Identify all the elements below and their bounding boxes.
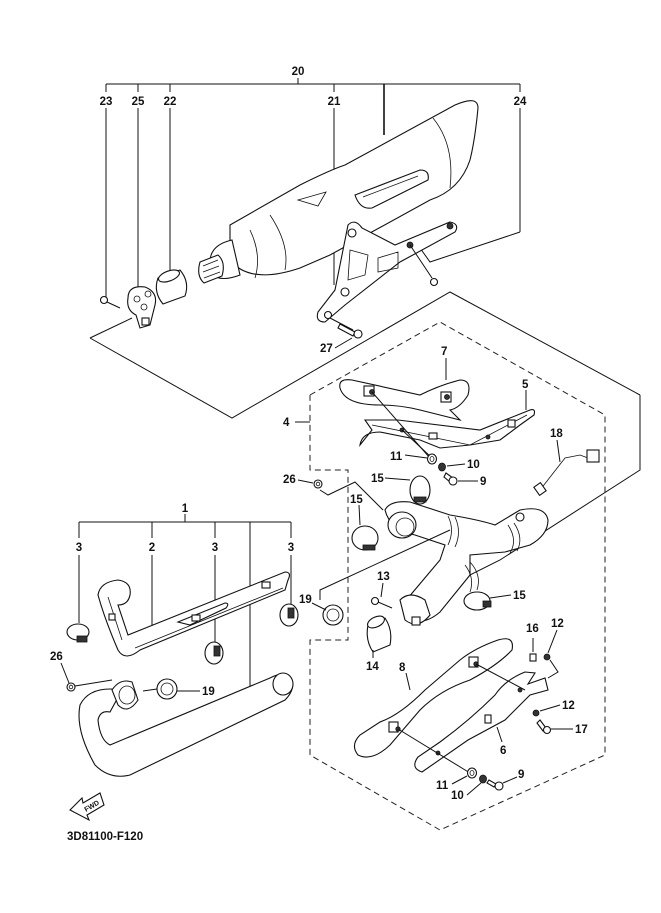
callout-16[interactable]: 16 — [526, 623, 539, 635]
callout-6[interactable]: 6 — [500, 745, 506, 757]
bolt-9-upper-part[interactable] — [443, 472, 458, 486]
callout-21[interactable]: 21 — [328, 96, 341, 108]
callout-13[interactable]: 13 — [377, 571, 390, 583]
group-20-bracket — [105, 78, 521, 298]
callout-5[interactable]: 5 — [522, 379, 529, 391]
joint-pipe-14-part[interactable] — [366, 614, 392, 653]
callout-18[interactable]: 18 — [550, 428, 563, 440]
gasket-19-left-part[interactable] — [156, 678, 178, 700]
clamp-25-part[interactable] — [127, 286, 157, 329]
bolt-17-part[interactable] — [536, 719, 552, 735]
callout-20[interactable]: 20 — [292, 66, 305, 78]
callout-3-middle[interactable]: 3 — [212, 542, 218, 554]
y-pipe-part[interactable] — [384, 501, 549, 626]
callout-15-right[interactable]: 15 — [513, 590, 526, 602]
band-clamp-15-upper-part[interactable] — [409, 475, 431, 505]
group-4-boundary — [309, 321, 606, 831]
callout-26-upper[interactable]: 26 — [283, 474, 296, 486]
callout-11-lower[interactable]: 11 — [436, 780, 449, 792]
callout-25[interactable]: 25 — [132, 96, 145, 108]
callout-7[interactable]: 7 — [441, 346, 447, 358]
callout-19-right[interactable]: 19 — [299, 594, 312, 606]
callout-9-upper[interactable]: 9 — [480, 476, 486, 488]
bolt-9-lower-part[interactable] — [486, 779, 504, 791]
bracket-bolt-part[interactable] — [429, 277, 439, 287]
nut-26-upper-part[interactable] — [313, 479, 323, 489]
callout-2[interactable]: 2 — [149, 542, 155, 554]
o2-sensor-18-part[interactable] — [533, 449, 600, 497]
exhaust-pipe-front-part[interactable] — [78, 672, 294, 777]
band-clamp-3-middle-part[interactable] — [204, 641, 224, 665]
washer-10-lower-part[interactable] — [479, 774, 487, 784]
band-clamp-15-right-part[interactable] — [463, 591, 492, 611]
clip-16-part[interactable] — [529, 653, 537, 662]
forward-direction-arrow-icon: FWD — [69, 792, 105, 822]
protector-7-part[interactable] — [339, 379, 470, 422]
callout-26-lower[interactable]: 26 — [50, 651, 63, 663]
callout-22[interactable]: 22 — [164, 96, 177, 108]
callout-23[interactable]: 23 — [100, 96, 113, 108]
bolt-13-part[interactable] — [370, 596, 393, 609]
bolt-23-part[interactable] — [99, 295, 121, 309]
callout-15-upper[interactable]: 15 — [371, 473, 384, 485]
collar-11-upper-part[interactable] — [426, 453, 438, 465]
nut-12-lower-part[interactable] — [532, 709, 540, 717]
callout-8[interactable]: 8 — [399, 662, 406, 674]
callout-9-lower[interactable]: 9 — [518, 769, 524, 781]
muffler-part[interactable] — [198, 100, 479, 284]
callout-10-upper[interactable]: 10 — [467, 459, 480, 471]
callout-24[interactable]: 24 — [514, 96, 527, 108]
collar-11-lower-part[interactable] — [466, 767, 478, 779]
callout-19-left[interactable]: 19 — [202, 686, 215, 698]
band-clamp-3-right-part[interactable] — [279, 603, 299, 627]
callout-12-lower[interactable]: 12 — [562, 700, 575, 712]
washer-10-upper-part[interactable] — [438, 462, 446, 472]
nut-26-lower-part[interactable] — [66, 682, 76, 692]
gasket-19-right-part[interactable] — [322, 604, 344, 626]
callout-4[interactable]: 4 — [283, 417, 290, 429]
callout-3-left[interactable]: 3 — [76, 542, 82, 554]
band-clamp-15-left-part[interactable] — [351, 525, 379, 551]
callout-12-upper[interactable]: 12 — [551, 618, 564, 630]
callout-3-right[interactable]: 3 — [288, 542, 294, 554]
protector-6-part[interactable] — [414, 671, 549, 773]
nut-12-upper-part[interactable] — [543, 653, 551, 661]
group-1-bracket — [78, 514, 292, 690]
gasket-22-part[interactable] — [155, 268, 188, 305]
muffler-bracket-part[interactable] — [316, 169, 458, 323]
callout-27[interactable]: 27 — [320, 343, 333, 355]
callout-17[interactable]: 17 — [575, 724, 588, 736]
diagram-code: 3D81100-F120 — [67, 831, 143, 843]
callout-15-left[interactable]: 15 — [350, 494, 363, 506]
callout-11-upper[interactable]: 11 — [390, 451, 403, 463]
callout-14[interactable]: 14 — [366, 661, 379, 673]
bolt-27-part[interactable] — [329, 317, 363, 339]
protector-2-part[interactable] — [97, 571, 291, 657]
protector-5-part[interactable] — [359, 409, 536, 449]
callout-1[interactable]: 1 — [182, 503, 189, 515]
callout-10-lower[interactable]: 10 — [451, 790, 464, 802]
protector-8-part[interactable] — [353, 638, 513, 758]
band-clamp-3-left-part[interactable] — [66, 623, 90, 643]
